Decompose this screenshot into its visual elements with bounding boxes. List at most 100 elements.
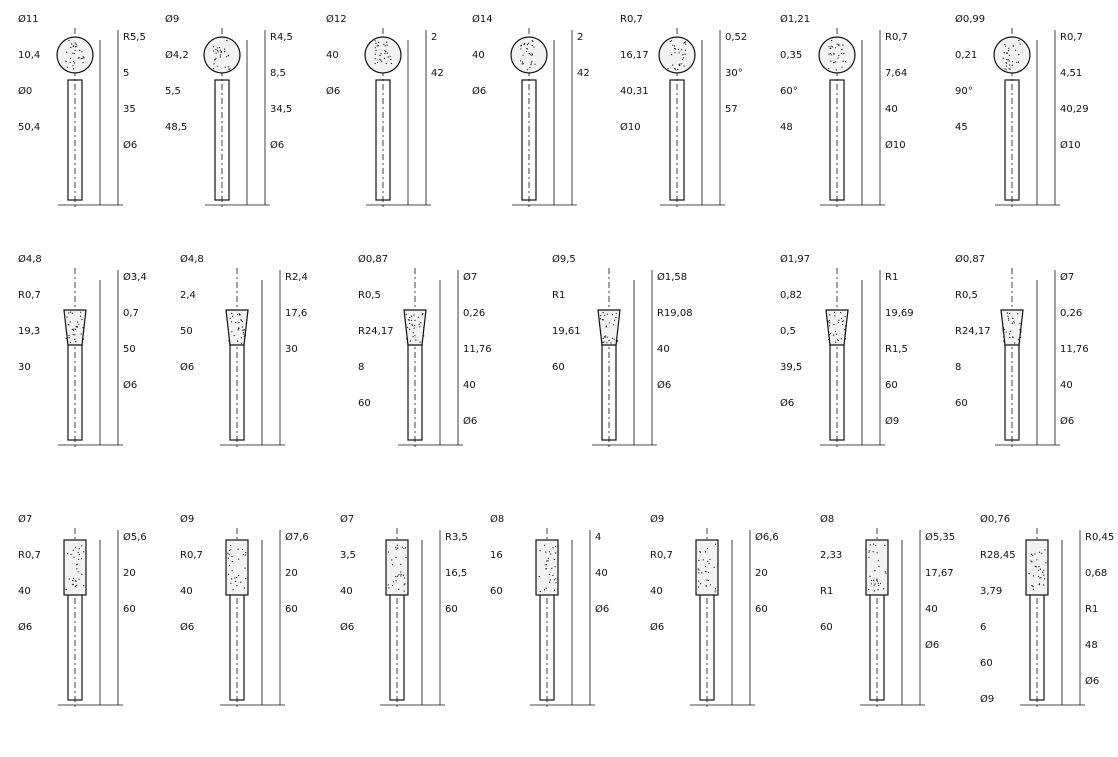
- dimension-label: 5: [123, 68, 129, 79]
- dimension-label: Ø6: [270, 139, 284, 151]
- grit-speck: [1009, 64, 1010, 65]
- grit-speck: [674, 45, 675, 46]
- grit-speck: [236, 585, 237, 586]
- dimension-label: R2,4: [285, 272, 308, 283]
- dimension-label: Ø4,2: [165, 49, 189, 61]
- grit-speck: [1004, 44, 1005, 45]
- abrasive-head: [57, 37, 93, 73]
- grit-speck: [868, 589, 869, 590]
- grit-speck: [1009, 55, 1010, 56]
- grit-speck: [880, 583, 881, 584]
- tool-svg: Ø0,99R0,70,214,5190°40,2945Ø10: [945, 0, 1101, 240]
- grit-speck: [413, 336, 414, 337]
- grit-speck: [73, 330, 74, 331]
- grit-speck: [868, 552, 869, 553]
- grit-speck: [228, 558, 229, 559]
- grit-speck: [600, 315, 601, 316]
- grit-speck: [532, 40, 533, 41]
- grit-speck: [707, 580, 708, 581]
- grit-speck: [604, 336, 605, 337]
- grit-speck: [81, 58, 82, 59]
- grit-speck: [232, 561, 233, 562]
- grit-speck: [705, 566, 706, 567]
- grit-speck: [1003, 58, 1004, 59]
- grit-speck: [708, 580, 709, 581]
- grit-speck: [76, 568, 77, 569]
- grit-speck: [1010, 331, 1011, 332]
- grit-speck: [375, 63, 376, 64]
- grit-speck: [685, 44, 686, 45]
- dimension-label: Ø0,87: [955, 253, 985, 265]
- grit-speck: [229, 68, 230, 69]
- dimension-label: 17,6: [285, 308, 307, 319]
- dimension-label: 60: [285, 604, 298, 615]
- tool-svg: Ø1224042Ø6: [316, 0, 472, 240]
- grit-speck: [555, 552, 556, 553]
- dimension-label: 40: [650, 586, 663, 597]
- grit-speck: [226, 40, 227, 41]
- grit-speck: [238, 549, 239, 550]
- dimension-label: Ø9: [650, 513, 664, 525]
- grit-speck: [78, 552, 79, 553]
- grit-speck: [73, 550, 74, 551]
- grit-speck: [1042, 572, 1043, 573]
- grit-speck: [1031, 554, 1032, 555]
- grit-speck: [70, 342, 71, 343]
- grit-speck: [224, 51, 225, 52]
- grit-speck: [243, 554, 244, 555]
- tool-svg: R0,70,5216,1730°40,3157Ø10: [610, 0, 766, 240]
- grit-speck: [1004, 68, 1005, 69]
- grit-speck: [82, 58, 83, 59]
- grit-speck: [602, 319, 603, 320]
- grit-speck: [878, 560, 879, 561]
- dimension-label: 7,64: [885, 68, 907, 79]
- grit-speck: [700, 552, 701, 553]
- grit-speck: [236, 577, 237, 578]
- grit-speck: [600, 318, 601, 319]
- dimension-label: 8,5: [270, 68, 286, 79]
- grit-speck: [533, 47, 534, 48]
- grit-speck: [532, 45, 533, 46]
- grit-speck: [380, 60, 381, 61]
- dimension-label: Ø8: [820, 513, 834, 525]
- grit-speck: [391, 63, 392, 64]
- grit-speck: [213, 50, 214, 51]
- grit-speck: [885, 573, 886, 574]
- grit-speck: [68, 312, 69, 313]
- grit-speck: [532, 54, 533, 55]
- dimension-label: 60: [755, 604, 768, 615]
- grit-speck: [845, 325, 846, 326]
- grit-speck: [409, 320, 410, 321]
- grit-speck: [234, 335, 235, 336]
- dimension-label: 8: [358, 362, 364, 373]
- grit-speck: [1036, 559, 1037, 560]
- grit-speck: [842, 321, 843, 322]
- grit-speck: [400, 575, 401, 576]
- tool-drawing: Ø9Ø6,6R0,7204060Ø6: [640, 500, 796, 740]
- grit-speck: [1038, 570, 1039, 571]
- grit-speck: [1004, 329, 1005, 330]
- grit-speck: [1032, 586, 1033, 587]
- grit-speck: [242, 549, 243, 550]
- grit-speck: [83, 551, 84, 552]
- grit-speck: [245, 552, 246, 553]
- grit-speck: [402, 547, 403, 548]
- grit-speck: [83, 57, 84, 58]
- grit-speck: [677, 69, 678, 70]
- dimension-label: Ø7: [18, 513, 32, 525]
- dimension-label: R0,5: [955, 290, 978, 301]
- grit-speck: [75, 46, 76, 47]
- grit-speck: [521, 45, 522, 46]
- grit-speck: [682, 59, 683, 60]
- grit-speck: [217, 50, 218, 51]
- grit-speck: [81, 545, 82, 546]
- grit-speck: [1008, 50, 1009, 51]
- grit-speck: [838, 45, 839, 46]
- grit-speck: [71, 554, 72, 555]
- grit-speck: [843, 53, 844, 54]
- grit-speck: [395, 576, 396, 577]
- grit-speck: [1012, 336, 1013, 337]
- grit-speck: [709, 559, 710, 560]
- grit-speck: [841, 318, 842, 319]
- dimension-label: 4: [595, 532, 601, 543]
